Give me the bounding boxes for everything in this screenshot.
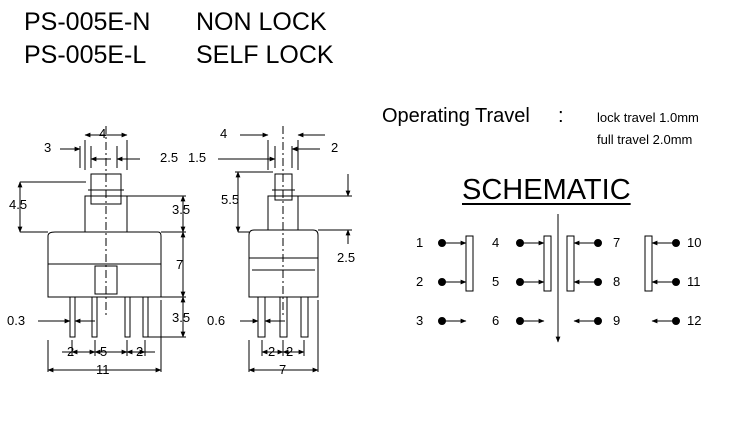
- front-lead-2: [91, 296, 98, 338]
- side-body: [248, 229, 319, 298]
- pin-label-2: 2: [416, 274, 424, 289]
- side-dim-lead-width: 0.6: [207, 313, 226, 328]
- schematic-bar-4: [644, 235, 653, 292]
- full-travel-value: full travel 2.0mm: [597, 132, 693, 147]
- pin-label-7: 7: [613, 235, 621, 250]
- front-lead-3: [124, 296, 131, 338]
- operating-travel-label: Operating Travel: [382, 105, 530, 127]
- pin-dot-7: [594, 239, 602, 247]
- pin-label-10: 10: [687, 235, 702, 250]
- side-dim-left-offset: 1.5: [188, 150, 207, 165]
- schematic-bar-2: [543, 235, 552, 292]
- pin-label-11: 11: [687, 274, 701, 289]
- side-view: [218, 126, 352, 373]
- lock-travel-value: lock travel 1.0mm: [597, 110, 699, 125]
- side-dim-right-offset: 2: [331, 140, 339, 155]
- front-dim-right-offset: 2.5: [160, 150, 179, 165]
- side-lead-1: [257, 296, 266, 338]
- pin-dot-4: [516, 239, 524, 247]
- schematic-title: SCHEMATIC: [462, 174, 631, 206]
- pin-label-9: 9: [613, 313, 621, 328]
- side-dim-body-step: 2.5: [337, 250, 356, 265]
- front-lead-4: [142, 296, 149, 338]
- pin-label-4: 4: [492, 235, 500, 250]
- front-dim-left-offset: 3: [44, 140, 52, 155]
- pin-dot-6: [516, 317, 524, 325]
- pin-label-8: 8: [613, 274, 621, 289]
- pin-dot-9: [594, 317, 602, 325]
- pin-label-12: 12: [687, 313, 702, 328]
- model-1-part: PS-005E-N: [24, 8, 151, 36]
- model-1-type: NON LOCK: [196, 8, 327, 36]
- model-2-part: PS-005E-L: [24, 41, 147, 69]
- pin-dot-2: [438, 278, 446, 286]
- front-dim-lead-width: 0.3: [7, 313, 26, 328]
- pin-dot-3: [438, 317, 446, 325]
- pin-dot-5: [516, 278, 524, 286]
- model-2-type: SELF LOCK: [196, 41, 334, 69]
- pin-label-3: 3: [416, 313, 424, 328]
- pin-dot-10: [672, 239, 680, 247]
- operating-travel-colon: :: [558, 105, 564, 127]
- schematic-bar-3: [566, 235, 575, 292]
- pin-label-6: 6: [492, 313, 500, 328]
- pin-label-5: 5: [492, 274, 500, 289]
- side-lead-3: [300, 296, 309, 338]
- side-lead-2: [279, 296, 288, 338]
- front-dim-body-height: 7: [176, 257, 184, 272]
- front-lead-1: [69, 296, 76, 338]
- side-dim-plunger-height: 5.5: [221, 192, 240, 207]
- pin-dot-1: [438, 239, 446, 247]
- front-view: [17, 126, 186, 373]
- pin-dot-8: [594, 278, 602, 286]
- pin-label-1: 1: [416, 235, 424, 250]
- schematic-bar-1: [465, 235, 474, 292]
- pin-dot-12: [672, 317, 680, 325]
- schematic-diagram: [438, 214, 680, 343]
- pin-dot-11: [672, 278, 680, 286]
- side-dim-top-width: 4: [220, 126, 228, 141]
